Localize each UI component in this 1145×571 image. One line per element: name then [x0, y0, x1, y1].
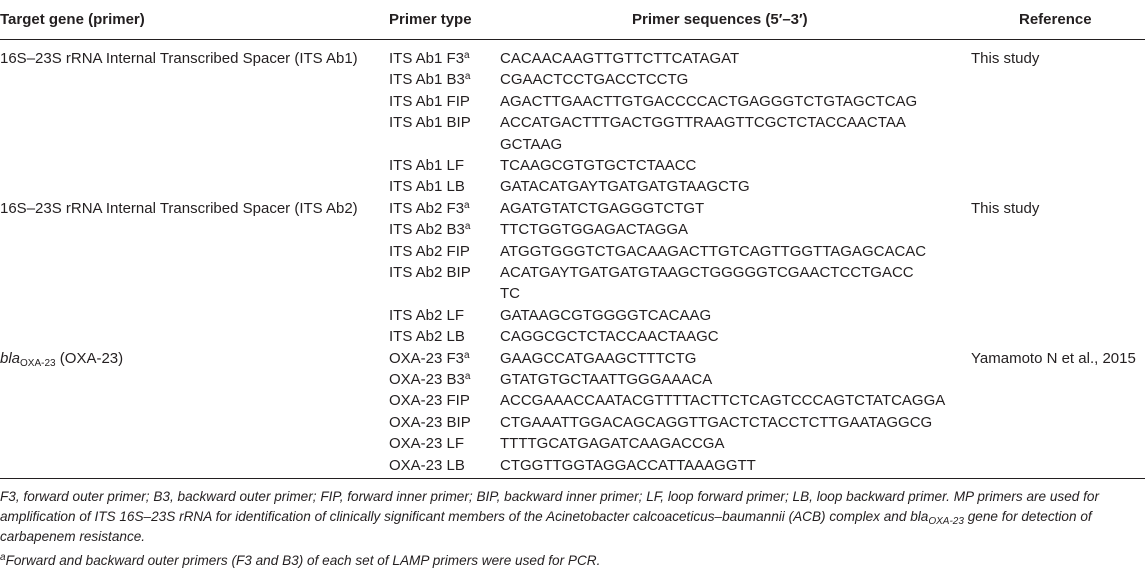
target-gene-its-ab1: 16S–23S rRNA Internal Transcribed Spacer… [0, 50, 358, 67]
reference-its-ab1: This study [971, 50, 1040, 67]
primer-type-cell: OXA-23 F3a [389, 349, 470, 369]
primer-sequence: ACCGAAACCAATACGTTTTACTTCTCAGTCCCAGTCTATC… [500, 392, 946, 410]
reference-oxa23: Yamamoto N et al., 2015 [971, 350, 1136, 367]
primer-type-cell: ITS Ab1 BIP [389, 113, 471, 133]
footnote-line-2-rest: gene for detection of [963, 509, 1092, 524]
primer-type-label: ITS Ab2 B3 [389, 221, 465, 239]
primer-type-cell: ITS Ab2 BIP [389, 263, 471, 283]
primer-sequence: ACATGAYTGATGATGTAAGCTGGGGGTCGAACTCCTGACC [500, 264, 914, 281]
primer-type-footnote-mark: a [464, 50, 470, 61]
primer-type-cell: OXA-23 BIP [389, 413, 471, 433]
primer-type-label: OXA-23 LF [389, 435, 465, 453]
primer-type-label: OXA-23 BIP [389, 413, 471, 431]
header-primer-type: Primer type [389, 11, 472, 28]
primer-type-cell: ITS Ab1 LF [389, 156, 464, 176]
header-reference: Reference [1019, 11, 1092, 28]
header-target-gene: Target gene (primer) [0, 11, 145, 28]
primer-sequence: ATGGTGGGTCTGACAAGACTTGTCAGTTGGTTAGAGCACA… [500, 242, 927, 260]
footnote-line-2: amplification of ITS 16S–23S rRNA for id… [0, 507, 1140, 527]
primer-type-footnote-mark: a [464, 199, 470, 211]
footnote-pcr-note-text: Forward and backward outer primers (F3 a… [5, 553, 601, 568]
target-gene-oxa23-rest: (OXA-23) [55, 350, 124, 367]
target-gene-oxa23-italic: bla [0, 350, 21, 367]
primer-type-label: OXA-23 LB [389, 456, 465, 474]
primer-type-label: ITS Ab1 B3 [389, 71, 465, 89]
primer-type-cell: ITS Ab1 LB [389, 177, 465, 197]
primer-type-label: ITS Ab1 BIP [389, 114, 471, 132]
primer-type-footnote-mark: a [464, 349, 470, 361]
primer-sequence: GTATGTGCTAATTGGGAAACA [500, 371, 713, 388]
primer-sequence: GATAAGCGTGGGGTCACAAG [500, 306, 712, 324]
primer-type-label: ITS Ab1 LF [389, 157, 465, 174]
header-rule [0, 39, 1145, 40]
primer-type-cell: ITS Ab2 FIP [389, 242, 470, 262]
primer-type-cell: OXA-23 FIP [389, 391, 470, 411]
primer-type-footnote-mark: a [464, 371, 471, 382]
target-gene-oxa23-sub: OXA-23 [20, 358, 56, 369]
primer-sequence: CGAACTCCTGACCTCCTG [500, 71, 689, 89]
primer-type-label: ITS Ab1 F3 [389, 50, 465, 67]
primer-type-label: ITS Ab2 LB [389, 328, 465, 346]
primer-type-label: OXA-23 FIP [389, 392, 470, 410]
target-gene-oxa23: blaOXA-23 (OXA-23) [0, 349, 123, 369]
bottom-rule [0, 478, 1145, 479]
reference-its-ab2: This study [971, 200, 1040, 217]
primer-sequence: GAAGCCATGAAGCTTTCTG [500, 349, 697, 367]
primer-sequence: ACCATGACTTTGACTGGTTRAAGTTCGCTCTACCAACTAA [500, 114, 906, 132]
primer-type-cell: OXA-23 LB [389, 456, 465, 476]
primer-type-label: OXA-23 B3 [389, 371, 465, 388]
primer-sequence: CTGAAATTGGACAGCAGGTTGACTCTACCTCTTGAATAGG… [500, 413, 933, 431]
primer-type-cell: ITS Ab2 LB [389, 327, 465, 347]
primer-sequence: TCAAGCGTGTGCTCTAACC [500, 157, 697, 174]
primer-type-label: ITS Ab2 BIP [389, 264, 471, 281]
primer-sequence: CACAACAAGTTGTTCTTCATAGAT [500, 50, 740, 67]
target-gene-its-ab2: 16S–23S rRNA Internal Transcribed Spacer… [0, 200, 358, 217]
primer-type-label: OXA-23 F3 [389, 349, 465, 367]
footnote-line-3: carbapenem resistance. [0, 529, 146, 544]
primer-type-cell: ITS Ab2 B3a [389, 220, 470, 240]
primer-sequence: AGATGTATCTGAGGGTCTGT [500, 199, 705, 217]
primer-type-label: ITS Ab1 LB [389, 178, 465, 196]
footnote-line-2-sub: OXA-23 [928, 516, 964, 527]
footnote-pcr-note: aForward and backward outer primers (F3 … [0, 551, 1140, 571]
primer-sequence: GATACATGAYTGATGATGTAAGCTG [500, 178, 750, 196]
primer-sequence: TC [500, 285, 520, 303]
footnote-pcr-note-sup: a [0, 552, 6, 563]
primer-type-label: ITS Ab2 FIP [389, 242, 470, 260]
primer-type-label: ITS Ab2 LF [389, 306, 465, 324]
primer-type-cell: ITS Ab1 B3a [389, 70, 470, 90]
footnote-line-1: F3, forward outer primer; B3, backward o… [0, 489, 1099, 504]
primer-sequence: GCTAAG [500, 135, 563, 153]
header-primer-sequences: Primer sequences (5′–3′) [632, 11, 808, 28]
primer-type-cell: ITS Ab2 LF [389, 306, 464, 326]
primer-sequence: TTTTGCATGAGATCAAGACCGA [500, 435, 725, 453]
primer-type-cell: ITS Ab1 F3a [389, 49, 470, 69]
primer-type-cell: ITS Ab1 FIP [389, 92, 470, 112]
primer-type-label: ITS Ab1 FIP [389, 92, 470, 110]
primer-sequence: CTGGTTGGTAGGACCATTAAAGGTT [500, 456, 756, 474]
primer-type-cell: ITS Ab2 F3a [389, 199, 470, 219]
primer-type-cell: OXA-23 B3a [389, 370, 470, 390]
primer-sequence: TTCTGGTGGAGACTAGGA [500, 221, 689, 239]
primer-sequence: CAGGCGCTCTACCAACTAAGC [500, 328, 719, 346]
primer-sequence: AGACTTGAACTTGTGACCCCACTGAGGGTCTGTAGCTCAG [500, 92, 918, 110]
primer-type-cell: OXA-23 LF [389, 434, 464, 454]
primer-type-footnote-mark: a [464, 71, 471, 83]
primer-type-footnote-mark: a [464, 221, 471, 233]
primer-type-label: ITS Ab2 F3 [389, 199, 465, 217]
footnote-line-2-text: amplification of ITS 16S–23S rRNA for id… [0, 509, 929, 524]
